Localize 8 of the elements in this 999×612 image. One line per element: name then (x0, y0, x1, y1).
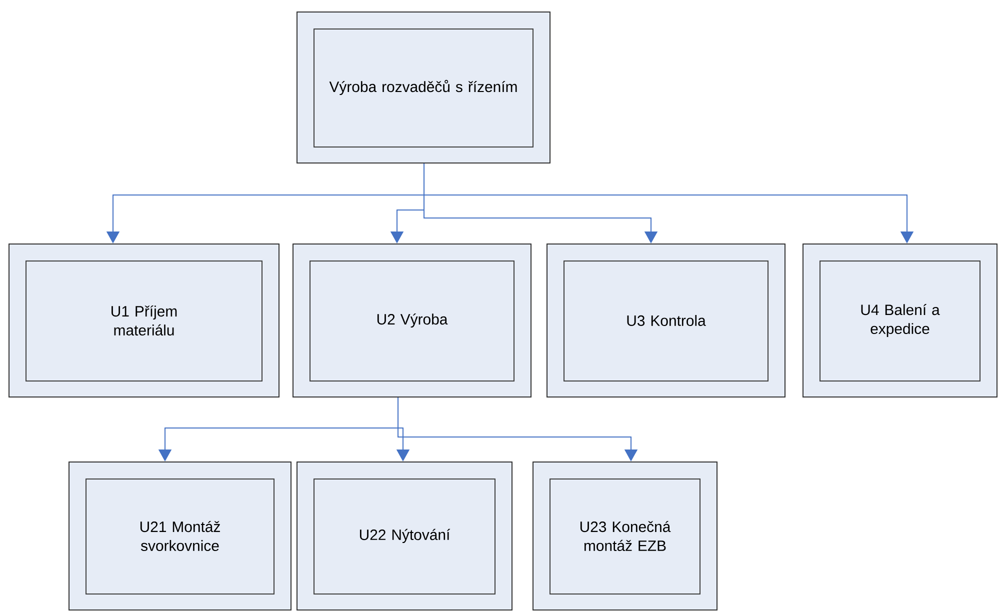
org-box: U2 Výroba (292, 243, 532, 398)
org-box: Výroba rozvaděčů s řízením (296, 12, 550, 164)
org-box: U23 Konečná montáž EZB (532, 461, 718, 610)
org-box: U21 Montáž svorkovnice (68, 461, 292, 610)
org-box: U22 Nýtování (296, 461, 512, 610)
org-box: U3 Kontrola (546, 243, 786, 398)
org-box: U1 Příjem materiálu (8, 243, 280, 398)
org-box: U4 Balení a expedice (802, 243, 998, 398)
